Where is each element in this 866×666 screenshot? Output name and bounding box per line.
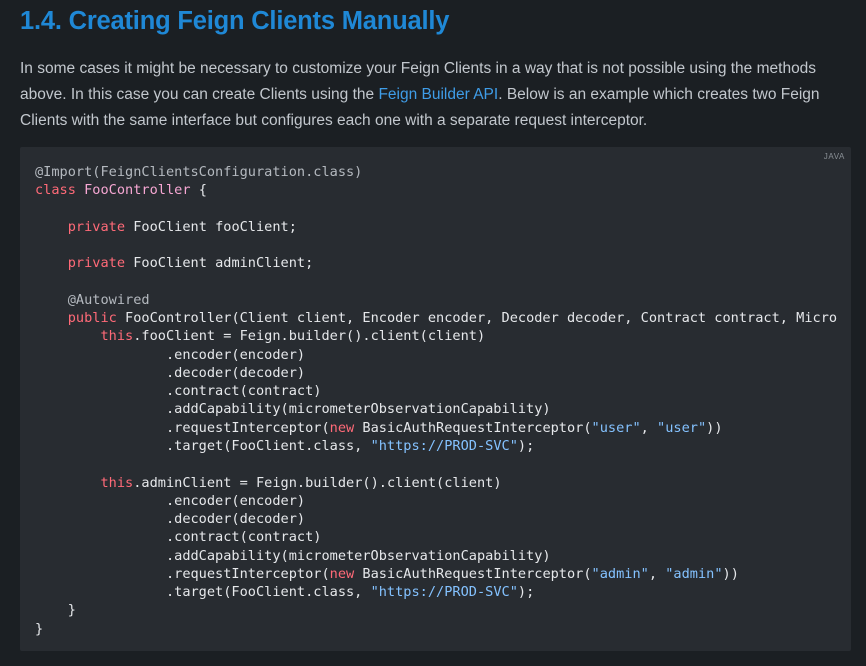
code-token: [35, 255, 68, 271]
code-token: FooController: [84, 182, 191, 199]
intro-line-2: above. In this case you can create Clien…: [20, 82, 856, 108]
code-token: this: [100, 474, 134, 491]
code-line: .requestInterceptor(new BasicAuthRequest…: [35, 565, 837, 583]
intro-line-1: In some cases it might be necessary to c…: [20, 60, 817, 77]
code-line: .addCapability(micrometerObservationCapa…: [35, 400, 837, 418]
code-token: FooClient fooClient;: [133, 218, 297, 235]
code-token: @Import(FeignClientsConfiguration.class): [35, 164, 363, 180]
code-line: }: [35, 620, 837, 638]
code-token: public: [67, 310, 126, 327]
code-line: .encoder(encoder): [35, 492, 837, 510]
code-token: new: [329, 565, 363, 582]
code-block[interactable]: JAVA @Import(FeignClientsConfiguration.c…: [20, 147, 851, 651]
code-token: "admin": [665, 565, 723, 582]
section-heading: 1.4. Creating Feign Clients Manually: [20, 7, 450, 35]
code-line: .decoder(decoder): [35, 510, 837, 528]
code-token: class: [35, 182, 85, 199]
code-token: [35, 310, 68, 326]
code-token: this: [100, 328, 134, 345]
code-token: [35, 475, 100, 491]
intro-line-3: Clients with the same interface but conf…: [20, 112, 648, 129]
code-token: "user": [657, 419, 707, 436]
code-language-label: JAVA: [823, 152, 845, 161]
code-line: public FooController(Client client, Enco…: [35, 309, 837, 327]
code-line: @Import(FeignClientsConfiguration.class): [35, 163, 837, 181]
code-line: .contract(contract): [35, 528, 837, 546]
feign-builder-api-link[interactable]: Feign Builder API: [378, 86, 499, 103]
code-line: this.adminClient = Feign.builder().clien…: [35, 474, 837, 492]
code-token: .encoder(encoder): [35, 346, 306, 363]
code-token: .decoder(decoder): [35, 511, 306, 528]
code-token: )): [722, 565, 739, 582]
code-line: .target(FooClient.class, "https://PROD-S…: [35, 583, 837, 601]
code-token: {: [190, 182, 207, 199]
code-token: BasicAuthRequestInterceptor(: [362, 565, 592, 582]
code-line: private FooClient adminClient;: [35, 254, 837, 272]
code-token: .target(FooClient.class,: [35, 437, 371, 454]
code-line: .encoder(encoder): [35, 346, 837, 364]
code-token: new: [329, 419, 363, 436]
code-line: .requestInterceptor(new BasicAuthRequest…: [35, 419, 837, 437]
code-token: "admin": [591, 565, 649, 582]
intro-line-2-start: above. In this case you can create Clien…: [20, 86, 379, 103]
code-token: private: [67, 218, 134, 235]
code-token: "https://PROD-SVC": [370, 584, 518, 601]
code-line: .addCapability(micrometerObservationCapa…: [35, 547, 837, 565]
code-token: .fooClient = Feign.builder().client(clie…: [133, 328, 486, 345]
code-token: "user": [591, 419, 641, 436]
code-token: .adminClient = Feign.builder().client(cl…: [133, 474, 502, 491]
code-token: );: [517, 437, 535, 454]
code-line: .target(FooClient.class, "https://PROD-S…: [35, 437, 837, 455]
code-token: FooController(Client client, Encoder enc…: [125, 310, 838, 327]
code-token: @Autowired: [67, 291, 150, 308]
code-token: "https://PROD-SVC": [370, 437, 518, 454]
code-line: .contract(contract): [35, 382, 837, 400]
code-line: class FooController {: [35, 181, 837, 199]
code-token: ,: [640, 419, 658, 436]
code-token: .addCapability(micrometerObservationCapa…: [35, 401, 551, 418]
code-token: .contract(contract): [35, 529, 322, 546]
code-token: [35, 219, 68, 235]
code-token: [35, 292, 68, 308]
code-token: .encoder(encoder): [35, 492, 306, 509]
code-token: .requestInterceptor(: [35, 419, 330, 436]
code-token: .addCapability(micrometerObservationCapa…: [35, 547, 551, 564]
code-token: );: [517, 584, 535, 601]
code-content[interactable]: @Import(FeignClientsConfiguration.class)…: [35, 163, 837, 638]
code-line: private FooClient fooClient;: [35, 218, 837, 236]
code-token: .decoder(decoder): [35, 364, 306, 381]
code-token: }: [35, 620, 44, 637]
code-line: .decoder(decoder): [35, 364, 837, 382]
code-token: [35, 328, 100, 344]
code-token: .contract(contract): [35, 383, 322, 400]
code-line: @Autowired: [35, 291, 837, 309]
code-line: ​: [35, 455, 837, 473]
code-line: ​: [35, 273, 837, 291]
intro-line-2-end: . Below is an example which creates two …: [498, 86, 820, 103]
code-token: ,: [648, 565, 666, 582]
code-token: private: [67, 255, 134, 272]
code-line: ​: [35, 236, 837, 254]
code-token: FooClient adminClient;: [133, 255, 314, 272]
intro-paragraph: In some cases it might be necessary to c…: [20, 56, 856, 134]
code-token: .target(FooClient.class,: [35, 584, 371, 601]
code-line: ​: [35, 200, 837, 218]
code-line: }: [35, 601, 837, 619]
code-token: }: [35, 602, 76, 619]
code-token: )): [706, 419, 723, 436]
code-token: .requestInterceptor(: [35, 565, 330, 582]
code-token: BasicAuthRequestInterceptor(: [362, 419, 592, 436]
code-line: this.fooClient = Feign.builder().client(…: [35, 327, 837, 345]
